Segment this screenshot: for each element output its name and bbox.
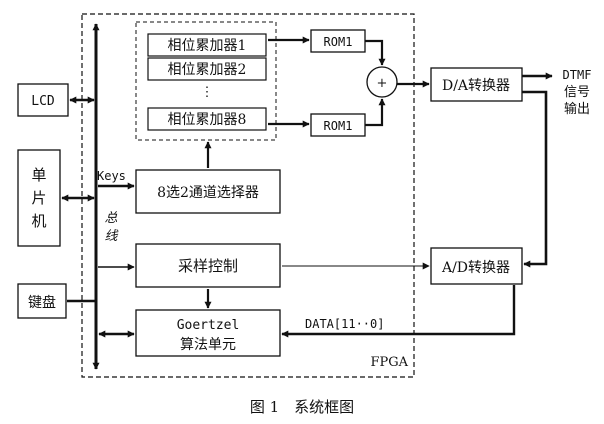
adc-label: A/D转换器	[441, 259, 510, 276]
accumulator-2-box	[147, 57, 267, 81]
sampling-label: 采样控制	[178, 257, 238, 275]
accumulator-ellipsis: ⋮	[201, 85, 214, 100]
goertzel-label-line2: 算法单元	[180, 337, 236, 353]
accumulator-1-box	[147, 33, 267, 57]
rom-bottom-label: ROM1	[324, 119, 353, 133]
adder-circle	[366, 66, 398, 98]
bus-label-2: 线	[104, 229, 118, 244]
accumulator-8-label: 相位累加器8	[168, 112, 247, 128]
bus-label-1: 总	[104, 211, 117, 226]
mcu-label-1: 单	[31, 166, 46, 184]
rom-bottom-to-adder	[365, 98, 386, 127]
mcu-box	[17, 149, 61, 247]
dtmf-output-label-1: DTMF	[563, 68, 592, 82]
selector-label: 8选2通道选择器	[157, 185, 259, 201]
adc-to-goertzel-data	[281, 285, 516, 338]
lcd-box	[17, 83, 69, 117]
keyboard-label: 键盘	[28, 294, 56, 311]
goertzel-label-line1: Goertzel	[177, 318, 240, 333]
sampling-box	[135, 243, 281, 288]
accumulator-group	[135, 21, 277, 141]
dac-to-adc-loop	[522, 90, 548, 268]
data-bus-label: DATA[11··0]	[305, 317, 384, 331]
fpga-label: FPGA	[370, 355, 408, 370]
accumulator-8-box	[147, 107, 267, 131]
mcu-label-2: 片	[31, 189, 46, 207]
mcu-label-3: 机	[31, 212, 46, 230]
dtmf-output-label-3: 输出	[564, 101, 590, 117]
accumulator-1-label: 相位累加器1	[168, 38, 247, 54]
rom-top-to-adder	[365, 39, 386, 66]
goertzel-box	[135, 309, 281, 357]
keyboard-box	[17, 283, 67, 319]
keys-label: Keys	[97, 169, 126, 183]
dac-label: D/A转换器	[442, 77, 510, 94]
rom-top-label: ROM1	[324, 35, 353, 49]
dac-box	[430, 67, 523, 102]
figure-caption: 图 1 系统框图	[250, 398, 354, 416]
adc-box	[430, 247, 523, 285]
dtmf-output-label-2: 信号	[564, 85, 590, 100]
adder-symbol: +	[377, 76, 388, 91]
lcd-label: LCD	[31, 94, 55, 109]
selector-box	[135, 169, 281, 214]
accumulator-2-label: 相位累加器2	[168, 62, 247, 78]
